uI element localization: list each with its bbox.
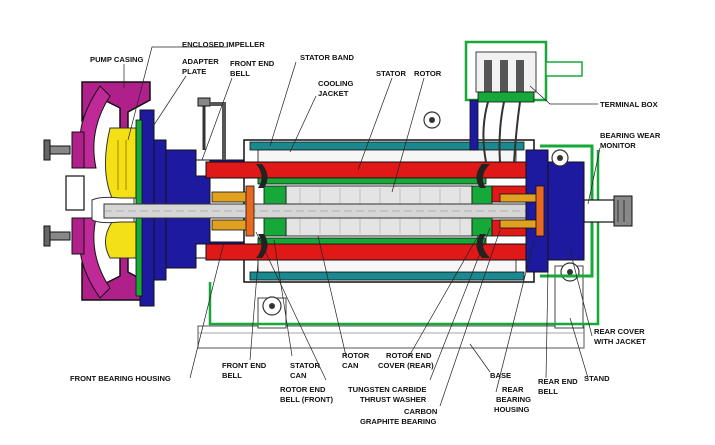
callout-labels: PUMP CASING ENCLOSED IMPELLER ADAPTER PL… <box>70 40 661 426</box>
label-rotor-can-line1: ROTOR <box>342 351 370 360</box>
label-adapter-plate-line2: PLATE <box>182 67 206 76</box>
label-front-bearing-housing: FRONT BEARING HOUSING <box>70 374 171 383</box>
label-rear-end-bell-line2: BELL <box>538 387 558 396</box>
rear-end-bell <box>491 149 585 273</box>
label-rotor: ROTOR <box>414 69 442 78</box>
terminal-box <box>464 40 583 163</box>
label-rear-end-bell-line1: REAR END <box>538 377 578 386</box>
label-stand: STAND <box>584 374 610 383</box>
label-cooling-jacket-line1: COOLING <box>318 79 354 88</box>
base-plate <box>197 325 585 349</box>
bearing-wear-monitor <box>583 195 633 227</box>
label-carbon-graphite-line1: CARBON <box>404 407 437 416</box>
label-rotor-end-cover-line2: COVER (REAR) <box>378 361 434 370</box>
label-tungsten-carbide-line2: THRUST WASHER <box>360 395 427 404</box>
vent-valve <box>197 97 226 160</box>
label-cooling-jacket-line2: JACKET <box>318 89 349 98</box>
label-rear-bearing-housing-line1: REAR <box>502 385 524 394</box>
label-stator-band: STATOR BAND <box>300 53 355 62</box>
label-rear-bearing-housing-line3: HOUSING <box>494 405 530 414</box>
label-carbon-graphite-line2: GRAPHITE BEARING <box>360 417 436 426</box>
label-stator-can-line1: STATOR <box>290 361 320 370</box>
label-rear-cover-line1: REAR COVER <box>594 327 645 336</box>
label-stator: STATOR <box>376 69 406 78</box>
valve-handwheel-bottom <box>43 225 71 247</box>
label-bearing-wear-monitor-line2: MONITOR <box>600 141 636 150</box>
label-rotor-end-cover-line1: ROTOR END <box>386 351 432 360</box>
lifting-eyes <box>423 111 569 167</box>
label-adapter-plate-line1: ADAPTER <box>182 57 219 66</box>
label-rear-bearing-housing-line2: BEARING <box>496 395 531 404</box>
front-bearing <box>211 185 255 237</box>
label-front-end-bell-bottom-line1: FRONT END <box>222 361 267 370</box>
stand-right <box>554 262 584 329</box>
label-enclosed-impeller: ENCLOSED IMPELLER <box>182 40 265 49</box>
label-pump-casing: PUMP CASING <box>90 55 144 64</box>
enclosed-impeller <box>91 127 137 259</box>
label-front-end-bell-top-line1: FRONT END <box>230 59 275 68</box>
leader-lines <box>123 46 601 407</box>
pump-casing <box>65 81 151 301</box>
label-tungsten-carbide-line1: TUNGSTEN CARBIDE <box>348 385 426 394</box>
label-stator-can-line2: CAN <box>290 371 306 380</box>
label-front-end-bell-top-line2: BELL <box>230 69 250 78</box>
label-terminal-box: TERMINAL BOX <box>600 100 658 109</box>
label-bearing-wear-monitor-line1: BEARING WEAR <box>600 131 661 140</box>
valve-handwheel-top <box>43 139 71 161</box>
label-rear-cover-line2: WITH JACKET <box>594 337 646 346</box>
label-rotor-end-bell-line2: BELL (FRONT) <box>280 395 333 404</box>
label-rotor-can-line2: CAN <box>342 361 358 370</box>
label-base: BASE <box>490 371 511 380</box>
label-rotor-end-bell-line1: ROTOR END <box>280 385 326 394</box>
shaft <box>103 203 583 219</box>
label-front-end-bell-bottom-line2: BELL <box>222 371 242 380</box>
